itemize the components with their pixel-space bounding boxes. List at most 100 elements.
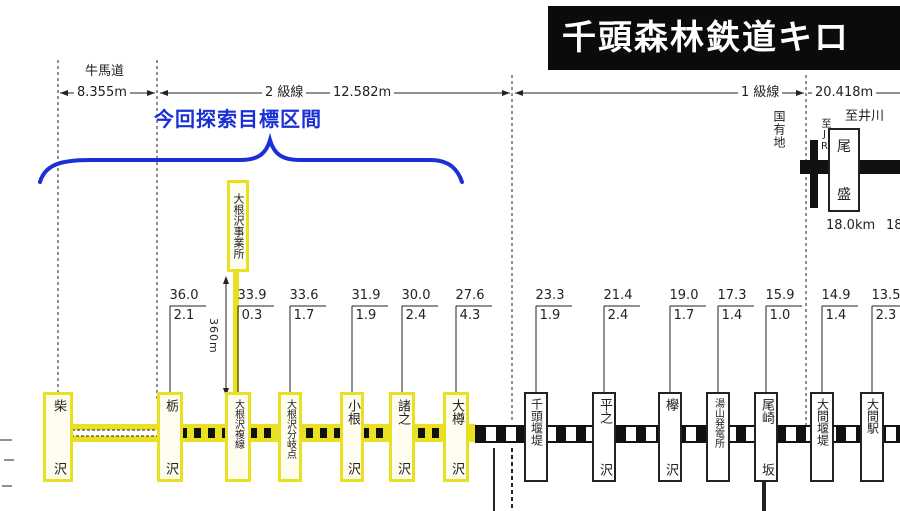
track-dashed-inner [71,429,161,437]
track-block [616,426,626,442]
station-label-top: 小根 [345,399,360,425]
station-segment-distance: 1.0 [769,308,791,323]
track-block [696,426,706,442]
station-segment-distance: 1.7 [293,308,315,323]
arrowheads [60,90,804,96]
station-label-top: 大根沢複線 [232,399,244,449]
station-segment-distance: 1.4 [825,308,847,323]
station-km: 21.4 [603,288,633,303]
class2-label: 2 級線 [262,85,307,101]
branch-distance: 18.0km [826,218,876,233]
track-block [896,426,900,442]
station-label-top: 欅 [663,398,678,411]
track-tie [194,428,201,438]
station-km: 17.3 [717,288,747,303]
station-segment-distance: 1.7 [673,308,695,323]
station-湯山発電所: 湯山発電所 [706,392,730,482]
station-segment-distance: 1.9 [355,308,377,323]
distance-stems [169,305,900,392]
station-km: 33.6 [289,288,319,303]
station-栃沢: 栃沢 [157,392,183,482]
station-label-top: 諸之 [395,399,410,425]
branch-station: 尾 盛 [828,128,860,212]
track-tie [250,428,257,438]
branch-cut-number: 18 [886,218,900,233]
station-千頭堰堤: 千頭堰堤 [524,392,548,482]
station-小根沢: 小根沢 [340,392,364,482]
station-尾崎坂: 尾崎坂 [754,392,778,482]
track-block [576,426,586,442]
station-km: 13.5 [871,288,900,303]
station-segment-distance: 1.9 [539,308,561,323]
station-label-bottom: 沢 [345,462,360,475]
track-tie [362,428,369,438]
station-km: 15.9 [765,288,795,303]
track-tie [306,428,313,438]
station-label-bottom: 沢 [395,462,410,475]
track-block [796,426,806,442]
national-land-label: 国有地 [772,110,786,149]
office-distance: 360m [207,318,220,354]
station-label-top: 柴 [51,399,66,412]
station-平之沢: 平之沢 [592,392,616,482]
left-dash-marks [0,439,14,487]
branch-station-bottom: 盛 [837,187,851,203]
track-block [516,426,526,442]
office-box: 大根沢事業所 [227,180,249,272]
gyuba-length: 8.355m [74,85,130,101]
station-label-top: 湯山発電所 [712,398,724,448]
station-segment-distance: 0.3 [241,308,263,323]
track-tie [180,428,187,438]
track-tie [264,428,271,438]
track-tie [376,428,383,438]
station-km: 33.9 [237,288,267,303]
station-km: 30.0 [401,288,431,303]
station-label-top: 栃 [163,399,178,412]
station-大間堰堤: 大間堰堤 [810,392,834,482]
branch-station-top: 尾 [837,139,851,155]
station-label-top: 千頭堰堤 [529,398,544,446]
station-label-bottom: 坂 [759,463,774,476]
track-block [836,426,846,442]
station-segment-distance: 4.3 [459,308,481,323]
to-ikawa-label: 至井川 [842,109,888,125]
track-tie [418,428,425,438]
station-km: 19.0 [669,288,699,303]
track-block [476,426,486,442]
station-label-top: 大根沢分岐点 [284,399,296,459]
station-label-bottom: 沢 [597,463,612,476]
track-tie [432,428,439,438]
station-km: 36.0 [169,288,199,303]
track-block [736,426,746,442]
station-欅沢: 欅沢 [658,392,682,482]
station-segment-distance: 2.4 [405,308,427,323]
track-tie [208,428,215,438]
station-柴沢: 柴沢 [43,392,73,482]
station-segment-distance: 1.4 [721,308,743,323]
station-label-bottom: 沢 [663,463,678,476]
station-km: 23.3 [535,288,565,303]
station-km: 31.9 [351,288,381,303]
station-諸之沢: 諸之沢 [389,392,415,482]
station-label-bottom: 沢 [449,462,464,475]
track-block [556,426,566,442]
station-label-top: 平之 [597,398,612,424]
chart-title: 千頭森林鉄道キロ [548,6,900,70]
station-segment-distance: 2.3 [875,308,897,323]
track-tie [334,428,341,438]
jr-label: 至JR [819,118,830,153]
station-label-bottom: 沢 [163,462,178,475]
track-block [496,426,506,442]
station-segment-distance: 2.4 [607,308,629,323]
station-label-top: 大間駅 [865,398,880,434]
track-block [636,426,646,442]
station-km: 14.9 [821,288,851,303]
track-tie [320,428,327,438]
station-大間駅: 大間駅 [860,392,884,482]
station-label-bottom: 沢 [51,462,66,475]
station-segment-distance: 2.1 [173,308,195,323]
station-大樽沢: 大樽沢 [443,392,469,482]
class1-length: 20.418m [812,85,877,101]
station-大根沢複線: 大根沢複線 [225,392,251,482]
station-label-top: 大樽 [449,399,464,425]
